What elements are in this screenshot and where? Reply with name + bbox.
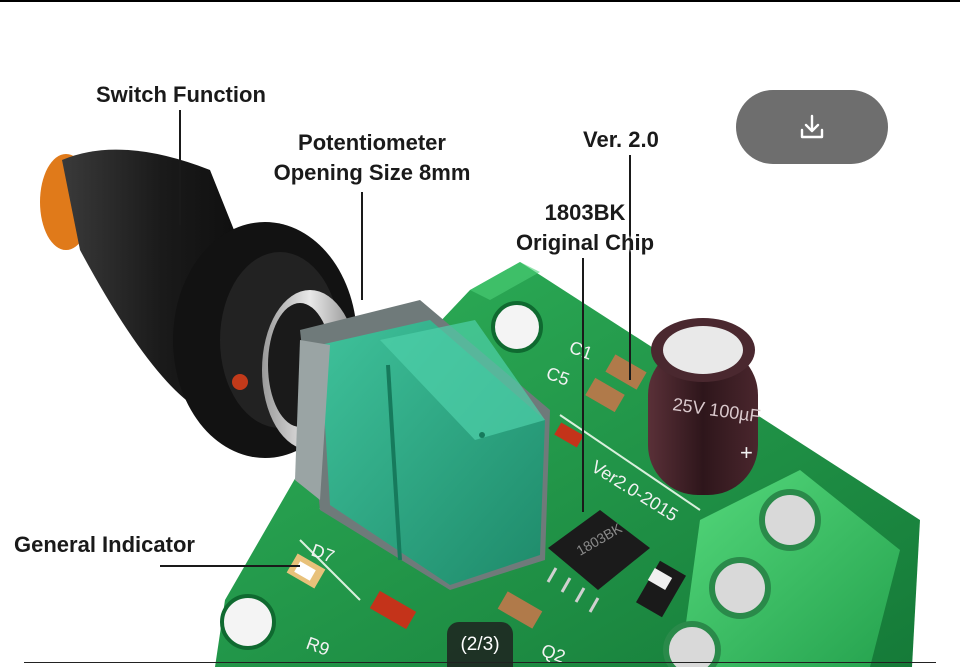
chip-1803bk: 1803BK: [546, 510, 650, 613]
label-potentiometer-line1: Potentiometer: [298, 130, 446, 155]
top-border: [0, 0, 960, 2]
potentiometer: [295, 300, 550, 590]
label-chip: 1803BK Original Chip: [502, 198, 668, 258]
download-button[interactable]: [736, 90, 888, 164]
silk-plus: +: [740, 440, 753, 465]
terminal-block: [663, 470, 900, 667]
label-switch-function: Switch Function: [96, 82, 266, 107]
label-potentiometer-line2: Opening Size 8mm: [273, 160, 471, 185]
bottom-border: [24, 662, 936, 663]
callout-lines: [160, 110, 631, 567]
label-potentiometer: Potentiometer Opening Size 8mm: [258, 128, 486, 188]
smd-components: [369, 354, 686, 630]
download-icon: [800, 114, 824, 139]
label-chip-line2: Original Chip: [515, 230, 655, 255]
label-chip-line1: 1803BK: [544, 200, 626, 225]
label-general-indicator: General Indicator: [14, 532, 195, 557]
label-version: Ver. 2.0: [583, 127, 659, 152]
capacitor: 25V 100µF: [648, 318, 762, 495]
page-counter: (2/3): [447, 622, 513, 667]
